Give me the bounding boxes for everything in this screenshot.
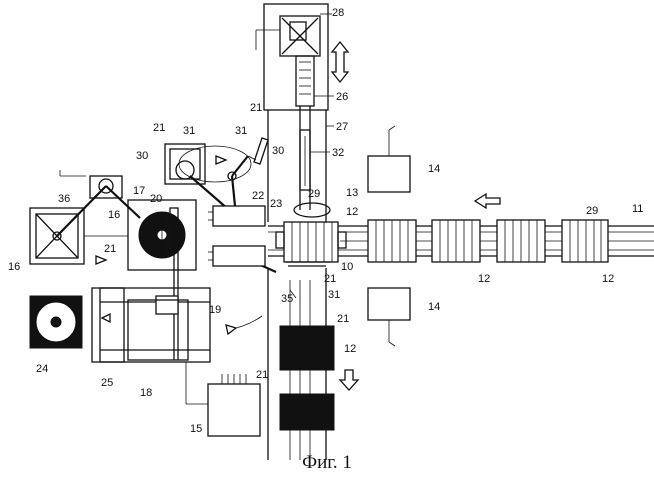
label-10: 10 <box>341 261 353 273</box>
station-22 <box>208 206 265 266</box>
label-20: 20 <box>150 193 162 205</box>
label-21: 21 <box>324 273 336 285</box>
swivel-holder <box>248 138 268 164</box>
label-32: 32 <box>332 147 344 159</box>
label-12: 12 <box>344 343 356 355</box>
label-21: 21 <box>153 122 165 134</box>
label-21: 21 <box>104 243 116 255</box>
curved-arrow <box>226 316 262 334</box>
label-22: 22 <box>252 190 264 202</box>
label-25: 25 <box>101 377 113 389</box>
label-18: 18 <box>140 387 152 399</box>
label-14: 14 <box>428 163 440 175</box>
label-31: 31 <box>183 125 195 137</box>
figure-caption: Фиг. 1 <box>0 452 654 474</box>
label-29: 29 <box>586 205 598 217</box>
label-24: 24 <box>36 363 48 375</box>
pack <box>497 220 545 262</box>
label-36: 36 <box>58 193 70 205</box>
pack <box>562 220 608 262</box>
label-35: 35 <box>281 293 293 305</box>
reel-station <box>128 200 196 360</box>
label-19: 19 <box>209 304 221 316</box>
label-12: 12 <box>346 206 358 218</box>
label-13: 13 <box>346 187 358 199</box>
label-31: 31 <box>328 289 340 301</box>
label-14: 14 <box>428 301 440 313</box>
vertical-guide-bottom <box>268 268 334 460</box>
label-15: 15 <box>190 423 202 435</box>
control-box-lower <box>368 288 410 346</box>
label-16: 16 <box>108 209 120 221</box>
frame-18 <box>92 288 210 362</box>
label-30: 30 <box>136 150 148 162</box>
left-arrow <box>475 194 500 208</box>
label-21: 21 <box>256 369 268 381</box>
spare-reel <box>30 296 82 348</box>
down-arrow <box>340 370 358 390</box>
label-28: 28 <box>332 7 344 19</box>
pack <box>432 220 480 262</box>
label-16: 16 <box>8 261 20 273</box>
label-31: 31 <box>235 125 247 137</box>
label-12: 12 <box>478 273 490 285</box>
control-box-upper <box>368 126 410 192</box>
label-21: 21 <box>250 102 262 114</box>
transfer-station <box>276 203 346 266</box>
label-12: 12 <box>602 273 614 285</box>
label-30: 30 <box>272 145 284 157</box>
label-11: 11 <box>632 203 643 215</box>
label-26: 26 <box>336 91 348 103</box>
pack <box>368 220 416 262</box>
label-27: 27 <box>336 121 348 133</box>
double-arrow-vertical <box>332 42 348 82</box>
label-29: 29 <box>308 188 320 200</box>
label-23: 23 <box>270 198 282 210</box>
label-17: 17 <box>133 185 145 197</box>
upper-station <box>165 144 251 184</box>
label-21: 21 <box>337 313 349 325</box>
